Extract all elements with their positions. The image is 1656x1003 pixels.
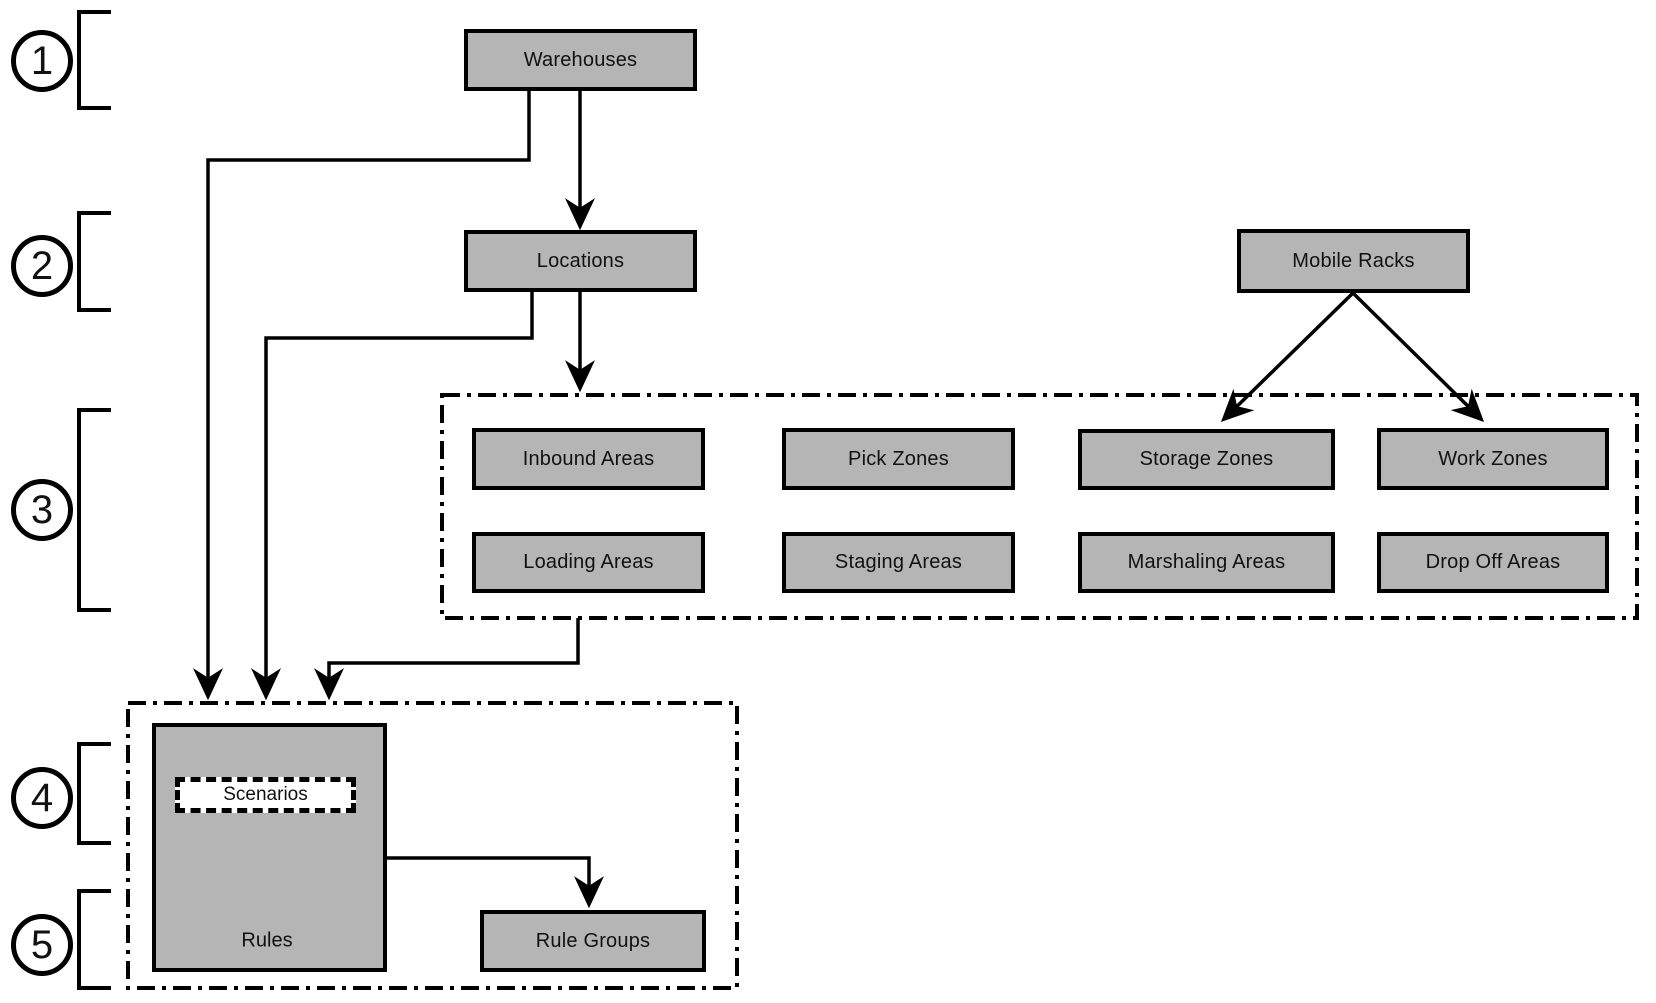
node-warehouses: Warehouses bbox=[464, 29, 697, 91]
node-staging-areas-label: Staging Areas bbox=[834, 551, 963, 573]
bracket-level-2 bbox=[77, 211, 111, 312]
node-inbound-areas-label: Inbound Areas bbox=[522, 447, 655, 470]
level-2-badge: 2 bbox=[11, 235, 73, 297]
level-4-number: 4 bbox=[30, 775, 54, 820]
scenario-rules-container bbox=[152, 723, 387, 972]
node-marshaling-areas-label: Marshaling Areas bbox=[1127, 551, 1286, 573]
node-locations: Locations bbox=[464, 230, 697, 292]
zones-group-frame bbox=[440, 393, 1639, 620]
node-storage-zones: Storage Zones bbox=[1078, 429, 1335, 490]
node-scenarios-label: Scenarios bbox=[223, 784, 308, 805]
node-drop-off-areas-label: Drop Off Areas bbox=[1425, 551, 1561, 573]
node-locations-label: Locations bbox=[536, 249, 625, 272]
node-mobile-racks-label: Mobile Racks bbox=[1292, 249, 1415, 272]
node-rule-groups: Rule Groups bbox=[480, 910, 706, 972]
node-warehouses-label: Warehouses bbox=[523, 48, 638, 71]
level-2-number: 2 bbox=[30, 243, 54, 288]
connector-warehouses-scenario-group bbox=[193, 91, 531, 701]
node-pick-zones: Pick Zones bbox=[782, 428, 1015, 490]
level-5-number: 5 bbox=[30, 922, 54, 967]
bracket-level-4 bbox=[77, 742, 111, 845]
scenario-group-frame bbox=[126, 701, 739, 990]
connector-mobile-racks-storage-zones bbox=[1220, 291, 1355, 422]
node-loading-areas: Loading Areas bbox=[472, 532, 705, 593]
node-loading-areas-label: Loading Areas bbox=[523, 551, 654, 573]
bracket-level-3 bbox=[77, 408, 111, 612]
node-drop-off-areas: Drop Off Areas bbox=[1377, 532, 1609, 593]
node-work-zones: Work Zones bbox=[1377, 428, 1609, 490]
group-frames bbox=[126, 393, 1639, 990]
connectors bbox=[193, 91, 1485, 909]
level-1-badge: 1 bbox=[11, 30, 73, 92]
node-marshaling-areas: Marshaling Areas bbox=[1078, 532, 1335, 593]
level-3-number: 3 bbox=[30, 487, 54, 532]
level-brackets bbox=[77, 10, 111, 990]
node-inbound-areas: Inbound Areas bbox=[472, 428, 705, 490]
level-1-number: 1 bbox=[30, 38, 54, 83]
node-storage-zones-label: Storage Zones bbox=[1139, 448, 1274, 470]
bracket-level-1 bbox=[77, 10, 111, 110]
level-5-badge: 5 bbox=[11, 914, 73, 976]
node-work-zones-label: Work Zones bbox=[1438, 447, 1548, 470]
node-pick-zones-label: Pick Zones bbox=[848, 447, 949, 470]
node-scenarios: Scenarios bbox=[175, 777, 356, 813]
connector-mobile-racks-work-zones bbox=[1351, 291, 1485, 423]
level-3-badge: 3 bbox=[11, 479, 73, 541]
node-staging-areas: Staging Areas bbox=[782, 532, 1015, 593]
bracket-level-5 bbox=[77, 889, 111, 990]
node-rule-groups-label: Rule Groups bbox=[535, 929, 651, 952]
node-rules-label: Rules bbox=[241, 929, 293, 952]
level-4-badge: 4 bbox=[11, 767, 73, 829]
connector-locations-scenario-group bbox=[251, 292, 534, 701]
connector-zones-group-scenario-group bbox=[314, 618, 580, 701]
node-mobile-racks: Mobile Racks bbox=[1237, 229, 1470, 293]
